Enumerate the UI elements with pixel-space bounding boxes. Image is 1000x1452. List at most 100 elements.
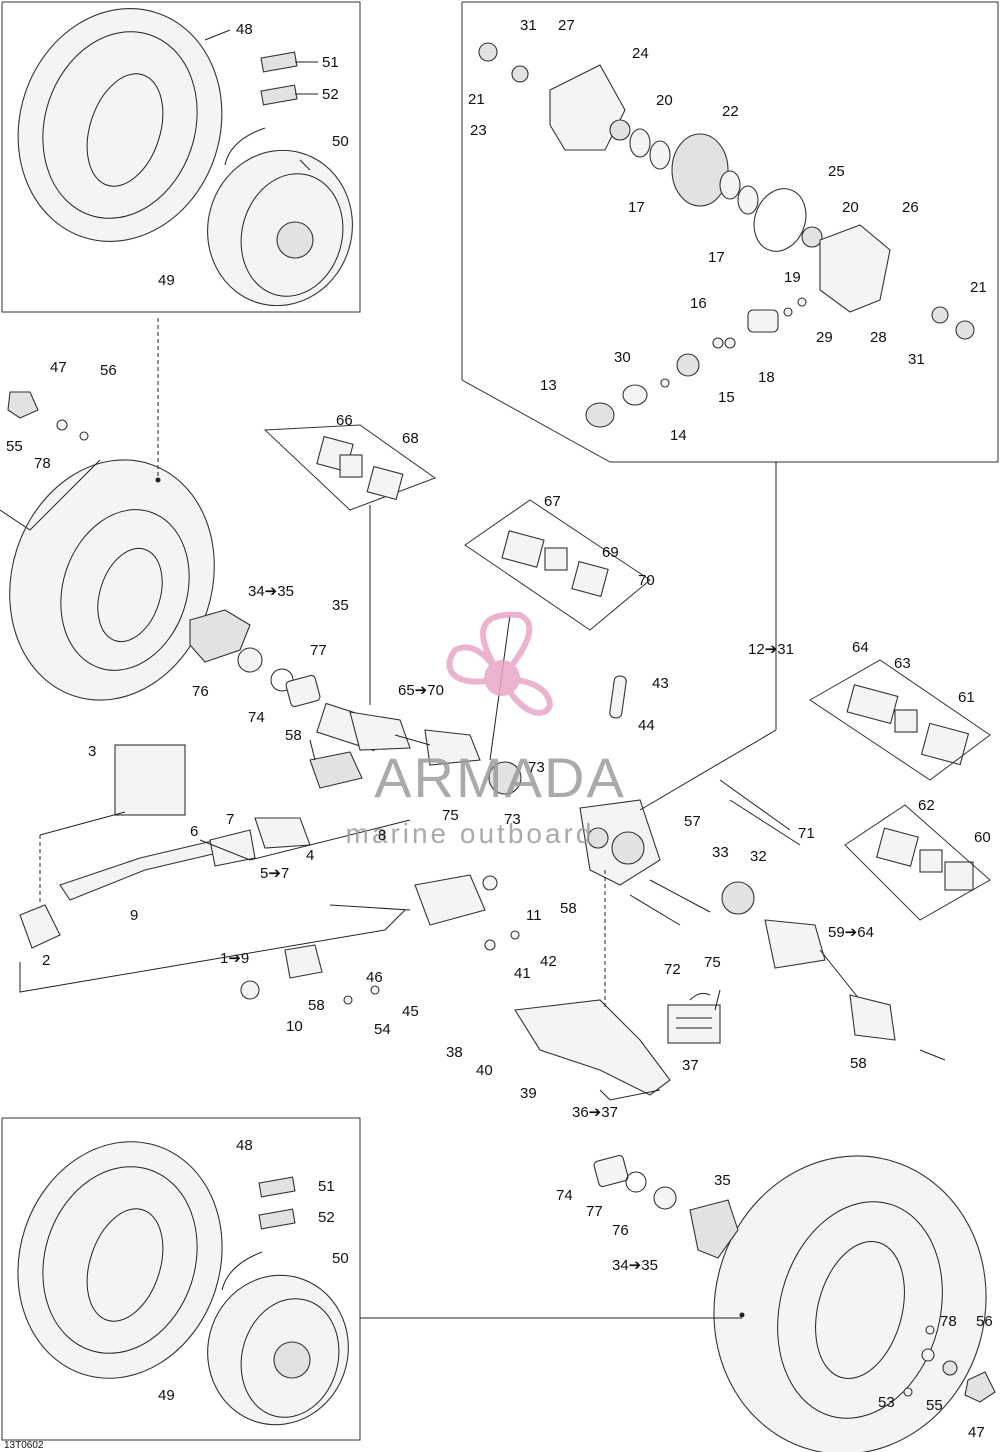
callout-label: 71 [798, 825, 815, 842]
callout-label: 22 [722, 103, 739, 120]
top-wheel-assembly [17, 8, 353, 307]
callout-label: 20 [656, 92, 673, 109]
callout-label: 37 [682, 1057, 699, 1074]
callout-label: 27 [558, 17, 575, 34]
callout-label: 55 [6, 438, 23, 455]
callout-label: 19 [784, 269, 801, 286]
callout-label: 26 [902, 199, 919, 216]
armada-watermark: ARMADA marine outboard [346, 611, 626, 849]
bottom-right-wheel [593, 1154, 996, 1452]
callout-label: 38 [446, 1044, 463, 1061]
callout-label: 57 [684, 813, 701, 830]
callout-label: 60 [974, 829, 991, 846]
callout-label: 55 [926, 1397, 943, 1414]
callout-label: 52 [318, 1209, 335, 1226]
callout-label: 25 [828, 163, 845, 180]
callout-label: 78 [940, 1313, 957, 1330]
callout-label: 58 [308, 997, 325, 1014]
callout-label: 31 [908, 351, 925, 368]
callout-label: 73 [504, 811, 521, 828]
callout-label: 24 [632, 45, 649, 62]
connection-lines [0, 318, 946, 1319]
callout-label: 3 [88, 743, 96, 760]
watermark-brand: ARMADA [374, 746, 626, 809]
callout-label: 14 [670, 427, 687, 444]
differential-housing [514, 675, 801, 1096]
callout-label: 16 [690, 295, 707, 312]
callout-label: 30 [614, 349, 631, 366]
callout-label: 46 [366, 969, 383, 986]
callout-label: 75 [704, 954, 721, 971]
callout-label: 8 [378, 827, 386, 844]
callout-label: 68 [402, 430, 419, 447]
callout-label: 51 [322, 54, 339, 71]
callout-label: 74 [556, 1187, 573, 1204]
callout-label: 4 [306, 847, 314, 864]
callout-label: 48 [236, 1137, 253, 1154]
callout-label: 72 [664, 961, 681, 978]
callout-label: 10 [286, 1018, 303, 1035]
callout-label: 66 [336, 412, 353, 429]
callout-label: 65➔70 [398, 682, 444, 699]
callout-label: 48 [236, 21, 253, 38]
callout-label: 76 [612, 1222, 629, 1239]
callout-label: 11 [526, 907, 542, 924]
callout-label: 69 [602, 544, 619, 561]
callout-label: 58 [560, 900, 577, 917]
callout-label: 78 [34, 455, 51, 472]
propeller-logo [446, 611, 554, 716]
callout-label: 18 [758, 369, 775, 386]
callout-label: 13 [540, 377, 557, 394]
callout-label: 61 [958, 689, 975, 706]
callout-label: 35 [332, 597, 349, 614]
gearbox-exploded [478, 42, 975, 428]
callout-label: 42 [540, 953, 557, 970]
callout-label: 54 [374, 1021, 391, 1038]
callout-label: 64 [852, 639, 869, 656]
callout-label: 15 [718, 389, 735, 406]
callout-label: 74 [248, 709, 265, 726]
watermark-tagline: marine outboard [346, 818, 595, 849]
callout-label: 67 [544, 493, 561, 510]
callout-label: 21 [468, 91, 485, 108]
callout-label: 45 [402, 1003, 419, 1020]
callout-label: 49 [158, 1387, 175, 1404]
callout-label: 39 [520, 1085, 537, 1102]
callout-label: 43 [652, 675, 669, 692]
callout-label: 34➔35 [248, 583, 294, 600]
callout-label: 58 [850, 1055, 867, 1072]
callout-label: 50 [332, 1250, 349, 1267]
callout-label: 28 [870, 329, 887, 346]
callout-label: 17 [708, 249, 725, 266]
callout-label: 40 [476, 1062, 493, 1079]
callout-label: 63 [894, 655, 911, 672]
callout-label: 21 [970, 279, 987, 296]
callout-label: 1➔9 [220, 950, 249, 967]
callout-label: 32 [750, 848, 767, 865]
callout-label: 2 [42, 952, 50, 969]
bottom-left-wheel [17, 1141, 349, 1426]
callout-label: 53 [878, 1394, 895, 1411]
callout-label: 62 [918, 797, 935, 814]
callout-label: 59➔64 [828, 924, 874, 941]
callout-label: 76 [192, 683, 209, 700]
callout-label: 51 [318, 1178, 335, 1195]
callout-label: 77 [310, 642, 327, 659]
callout-label: 41 [514, 965, 531, 982]
callout-label: 23 [470, 122, 487, 139]
callout-label: 17 [628, 199, 645, 216]
callout-label: 29 [816, 329, 833, 346]
right-driveshaft [263, 424, 991, 1041]
reference-code: 13T0602 [4, 1440, 44, 1451]
callout-label: 56 [976, 1313, 993, 1330]
callout-label: 56 [100, 362, 117, 379]
callout-label: 52 [322, 86, 339, 103]
callout-label: 34➔35 [612, 1257, 658, 1274]
callout-label: 73 [528, 759, 545, 776]
callout-label: 58 [285, 727, 302, 744]
callout-label: 49 [158, 272, 175, 289]
callout-label: 44 [638, 717, 655, 734]
